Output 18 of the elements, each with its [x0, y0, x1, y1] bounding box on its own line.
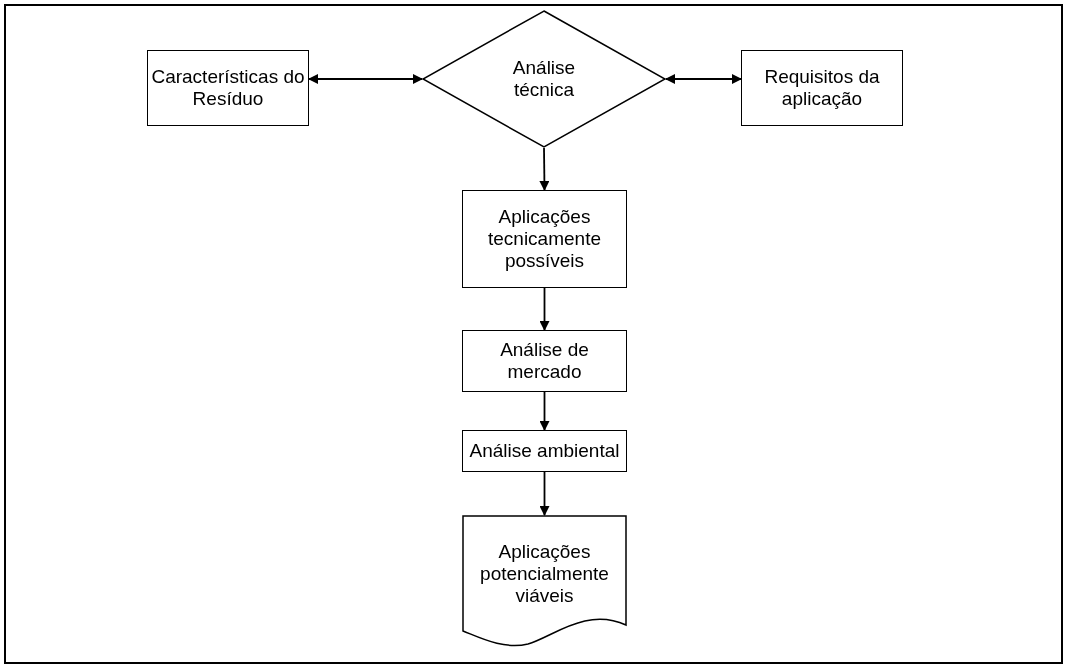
node-label: Características do Resíduo	[150, 66, 306, 110]
node-label: Aplicações potencialmente viáveis	[479, 541, 610, 607]
node-label: Análise ambiental	[469, 440, 620, 462]
process-box	[147, 50, 309, 126]
process-box	[741, 50, 903, 126]
node-label: Análise técnica	[511, 57, 577, 101]
node-label: Aplicações tecnicamente possíveis	[487, 206, 602, 272]
process-box	[462, 430, 627, 472]
arrow	[539, 287, 550, 331]
arrow	[539, 147, 550, 191]
process-box	[462, 190, 627, 288]
arrow	[308, 74, 423, 84]
node-label: Requisitos da aplicação	[763, 66, 881, 110]
node-label: Análise de mercado	[499, 339, 590, 383]
arrow	[539, 391, 550, 431]
arrow	[539, 471, 550, 516]
process-box	[462, 330, 627, 392]
arrow	[665, 74, 742, 84]
